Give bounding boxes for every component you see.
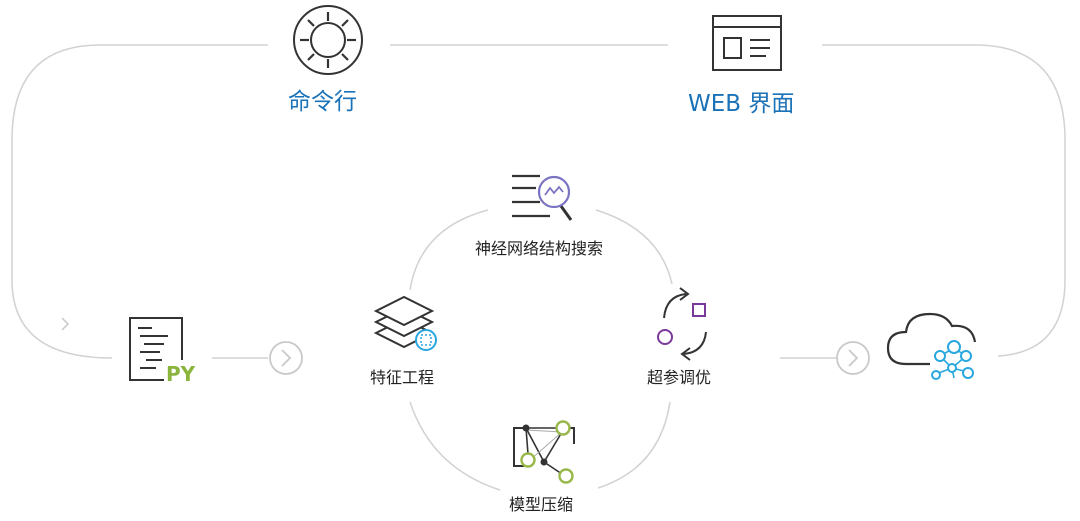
nas-label: 神经网络结构搜索 xyxy=(475,239,604,258)
layers-icon xyxy=(373,295,437,351)
feature-engineering-label: 特征工程 xyxy=(370,368,435,387)
cli-label: 命令行 xyxy=(288,89,357,115)
model-compression-label: 模型压缩 xyxy=(509,495,574,514)
cycle-icon xyxy=(657,287,707,361)
python-tag: PY xyxy=(166,362,196,386)
search-chart-icon xyxy=(512,174,573,221)
cloud-network-icon xyxy=(886,312,977,380)
inner-cycle xyxy=(409,209,673,491)
python-file-icon: PY xyxy=(129,317,200,386)
web-ui-label: WEB 界面 xyxy=(688,91,795,117)
arrow-circle-icon xyxy=(269,341,303,375)
arrow-circle-icon xyxy=(836,341,870,375)
browser-icon xyxy=(712,15,782,71)
hpo-label: 超参调优 xyxy=(647,368,712,387)
gear-icon xyxy=(293,5,363,75)
outer-loop xyxy=(11,44,1066,359)
graph-icon xyxy=(513,420,575,484)
